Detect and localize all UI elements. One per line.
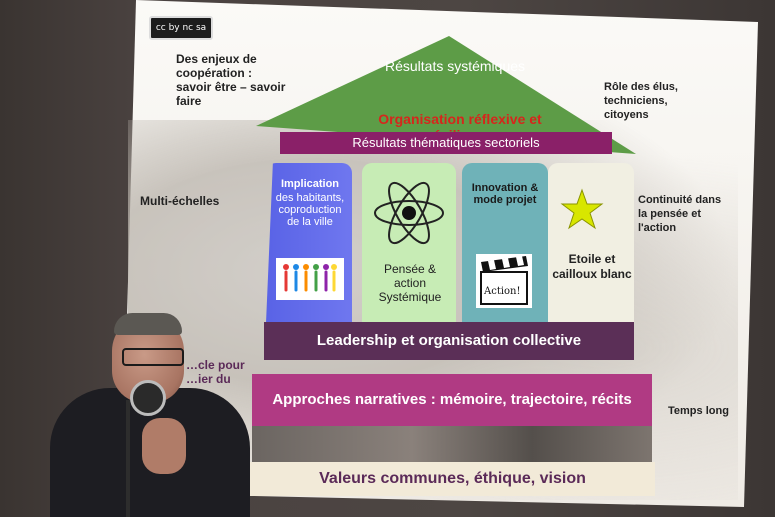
speaker-hair bbox=[114, 313, 182, 335]
pillar-etoile bbox=[548, 163, 634, 323]
note-temps-long: Temps long bbox=[668, 405, 729, 417]
mic-cable bbox=[126, 400, 130, 517]
speaker-hand bbox=[142, 418, 186, 474]
pillar-1-text: des habitants, coproduction de la ville bbox=[275, 192, 345, 228]
license-badge: cc by nc sa bbox=[149, 16, 213, 40]
speaker-glasses bbox=[122, 348, 184, 366]
note-partial: …cle pour …ier du bbox=[186, 358, 245, 386]
pillar-pensee bbox=[362, 163, 456, 323]
people-icon bbox=[276, 258, 344, 300]
roof-title: Résultats systémiques bbox=[384, 58, 526, 74]
note-cooperation: Des enjeux de coopération : savoir être … bbox=[176, 52, 286, 108]
clapperboard-icon: Action! bbox=[476, 254, 532, 308]
clapper-text: Action! bbox=[484, 286, 521, 297]
star-icon bbox=[560, 188, 604, 230]
roof-triangle bbox=[256, 36, 636, 154]
pillar-2-label: Pensée & action Systémique bbox=[378, 262, 442, 304]
pillar-4-label: Etoile et cailloux blanc bbox=[552, 252, 632, 281]
pillar-1-title: Implication bbox=[280, 178, 340, 190]
leadership-band: Leadership et organisation collective bbox=[264, 322, 634, 360]
pillar-3-label: Innovation & mode projet bbox=[471, 182, 539, 206]
values-band: Valeurs communes, éthique, vision bbox=[250, 462, 655, 496]
note-roles: Rôle des élus, techniciens, citoyens bbox=[604, 81, 678, 121]
sector-band: Résultats thématiques sectoriels bbox=[280, 132, 612, 154]
note-continuite: Continuité dans la pensée et l'action bbox=[638, 194, 722, 234]
note-multi-echelles: Multi-échelles bbox=[140, 194, 220, 208]
crowd-photo-strip bbox=[252, 426, 652, 464]
atom-icon bbox=[374, 181, 444, 245]
microphone bbox=[130, 380, 166, 416]
narratives-band: Approches narratives : mémoire, trajecto… bbox=[252, 374, 652, 426]
